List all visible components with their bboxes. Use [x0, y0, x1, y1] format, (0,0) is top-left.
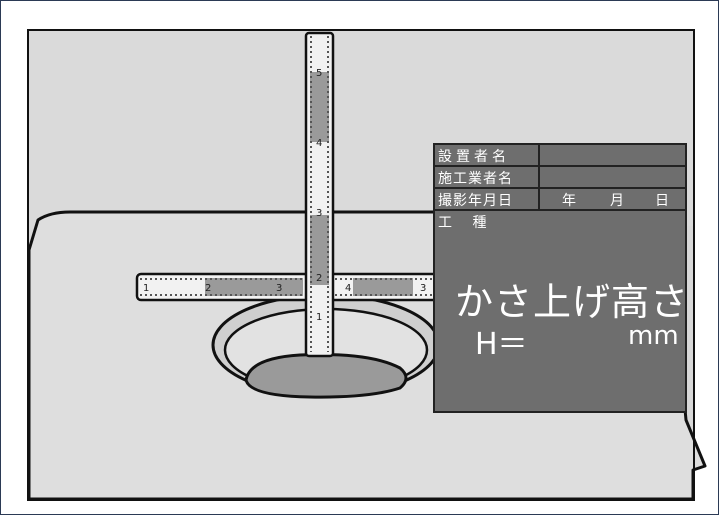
manhole-hole — [244, 353, 408, 399]
contractor-label: 施工業者名 — [438, 171, 513, 187]
installer-label: 設置者名 — [438, 149, 510, 165]
installer-row: 設置者名 — [435, 145, 685, 167]
day-label: 日 — [655, 193, 669, 209]
v-ruler-mark: 4 — [316, 138, 322, 149]
h-ruler-mark: 3 — [420, 283, 426, 294]
v-ruler-mark: 1 — [316, 312, 322, 323]
work-type-row: 工 種 — [435, 211, 685, 233]
v-ruler-mark: 2 — [316, 273, 322, 284]
contractor-row: 施工業者名 — [435, 167, 685, 189]
info-board: 設置者名 施工業者名 撮影年月日 年 月 日 工 種 かさ上げ高さ H＝ mm — [433, 143, 690, 413]
horizontal-ruler — [135, 272, 439, 302]
v-ruler-mark: 5 — [316, 68, 322, 79]
h-ruler-mark: 3 — [276, 283, 282, 294]
installer-value — [538, 145, 685, 165]
date-value: 年 月 日 — [538, 189, 685, 209]
contractor-value — [538, 167, 685, 187]
height-label: H＝ — [475, 327, 528, 362]
h-ruler-mark: 4 — [345, 283, 351, 294]
date-label: 撮影年月日 — [438, 193, 513, 209]
vertical-ruler — [304, 31, 335, 358]
work-type-label: 工 種 — [438, 215, 495, 231]
h-ruler-mark: 1 — [143, 283, 149, 294]
board-title: かさ上げ高さ — [455, 280, 690, 324]
unit-label: mm — [628, 321, 679, 351]
month-label: 月 — [610, 193, 624, 209]
h-ruler-mark: 2 — [205, 283, 211, 294]
date-row: 撮影年月日 年 月 日 — [435, 189, 685, 211]
v-ruler-mark: 3 — [316, 208, 322, 219]
year-label: 年 — [562, 193, 576, 209]
